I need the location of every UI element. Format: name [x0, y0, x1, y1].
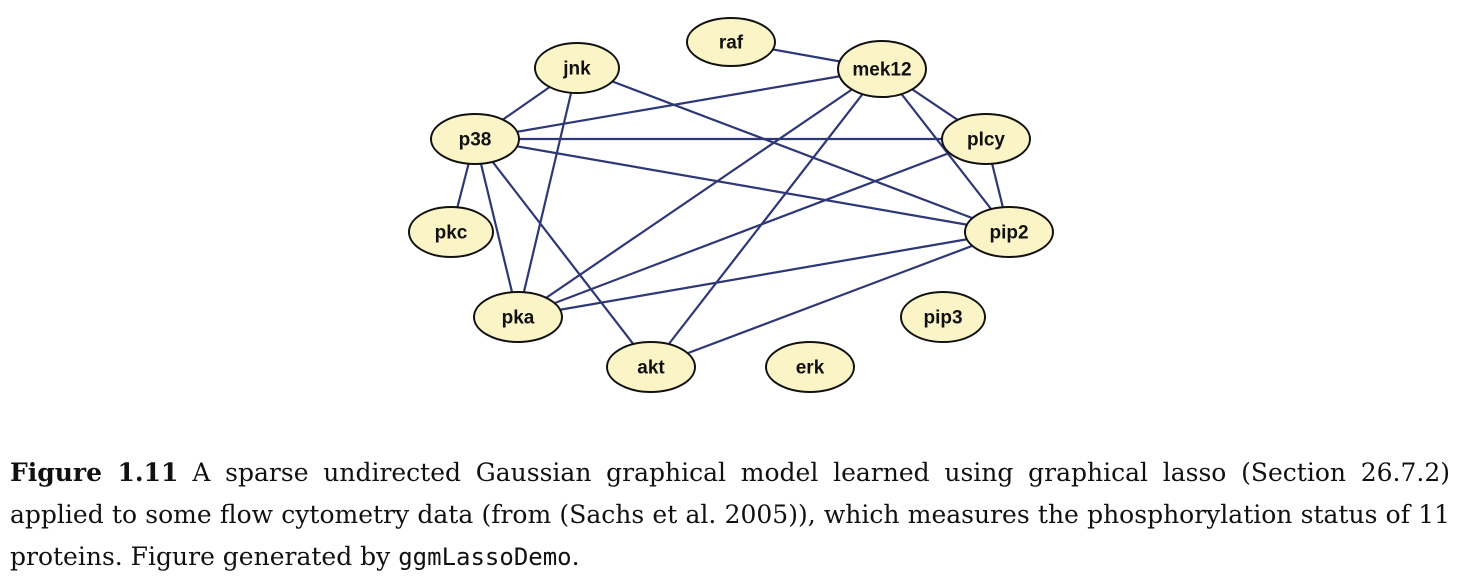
node-label-akt: akt	[637, 358, 665, 379]
edge-mek12-pka	[517, 68, 883, 318]
node-shape-mek12	[837, 40, 927, 98]
node-jnk: jnk	[534, 42, 620, 94]
node-shape-pka	[473, 291, 563, 343]
graph-diagram: raf mek12 jnk p38 plcy pkc pip2 pka pip3 akt erk	[408, 17, 1054, 393]
node-shape-akt	[606, 341, 696, 393]
node-shape-p38	[430, 113, 520, 165]
node-label-p38: p38	[459, 130, 492, 151]
node-label-pip3: pip3	[923, 308, 962, 329]
edge-p38-akt	[474, 138, 652, 368]
edge-mek12-akt	[650, 68, 883, 368]
node-label-raf: raf	[719, 33, 744, 54]
node-shape-raf	[686, 17, 776, 67]
caption-code: ggmLassoDemo	[398, 543, 572, 571]
node-p38: p38	[430, 113, 520, 165]
edge-pip2-akt	[650, 230, 1010, 369]
caption-text: A sparse undirected Gaussian graphical m…	[10, 458, 1450, 571]
node-pip2: pip2	[964, 206, 1054, 258]
node-mek12: mek12	[837, 40, 927, 98]
node-shape-pip3	[900, 291, 986, 343]
node-label-pkc: pkc	[435, 223, 468, 244]
node-shape-pip2	[964, 206, 1054, 258]
node-plcy: plcy	[941, 113, 1031, 165]
node-erk: erk	[765, 341, 855, 393]
node-label-jnk: jnk	[562, 59, 591, 80]
edge-plcy-pka	[517, 137, 987, 319]
edge-jnk-pka	[516, 67, 579, 318]
node-shape-pkc	[408, 206, 494, 258]
node-label-pka: pka	[502, 308, 535, 329]
caption-end: .	[571, 542, 580, 571]
node-pkc: pkc	[408, 206, 494, 258]
graph-nodes: raf mek12 jnk p38 plcy pkc pip2 pka pip3 akt erk	[408, 17, 1054, 393]
node-raf: raf	[686, 17, 776, 67]
node-pka: pka	[473, 291, 563, 343]
edge-p38-pka	[473, 138, 520, 318]
node-shape-plcy	[941, 113, 1031, 165]
edge-mek12-p38	[474, 67, 883, 141]
node-label-pip2: pip2	[989, 223, 1028, 244]
node-label-mek12: mek12	[852, 60, 911, 81]
edge-pip2-pka	[517, 230, 1010, 319]
figure-label: Figure 1.11	[10, 458, 179, 487]
node-pip3: pip3	[900, 291, 986, 343]
node-akt: akt	[606, 341, 696, 393]
node-label-erk: erk	[796, 358, 825, 379]
edge-p38-pip2	[474, 137, 1010, 234]
node-label-plcy: plcy	[967, 130, 1005, 151]
edge-jnk-pip2	[576, 66, 1010, 234]
node-shape-erk	[765, 341, 855, 393]
node-shape-jnk	[534, 42, 620, 94]
